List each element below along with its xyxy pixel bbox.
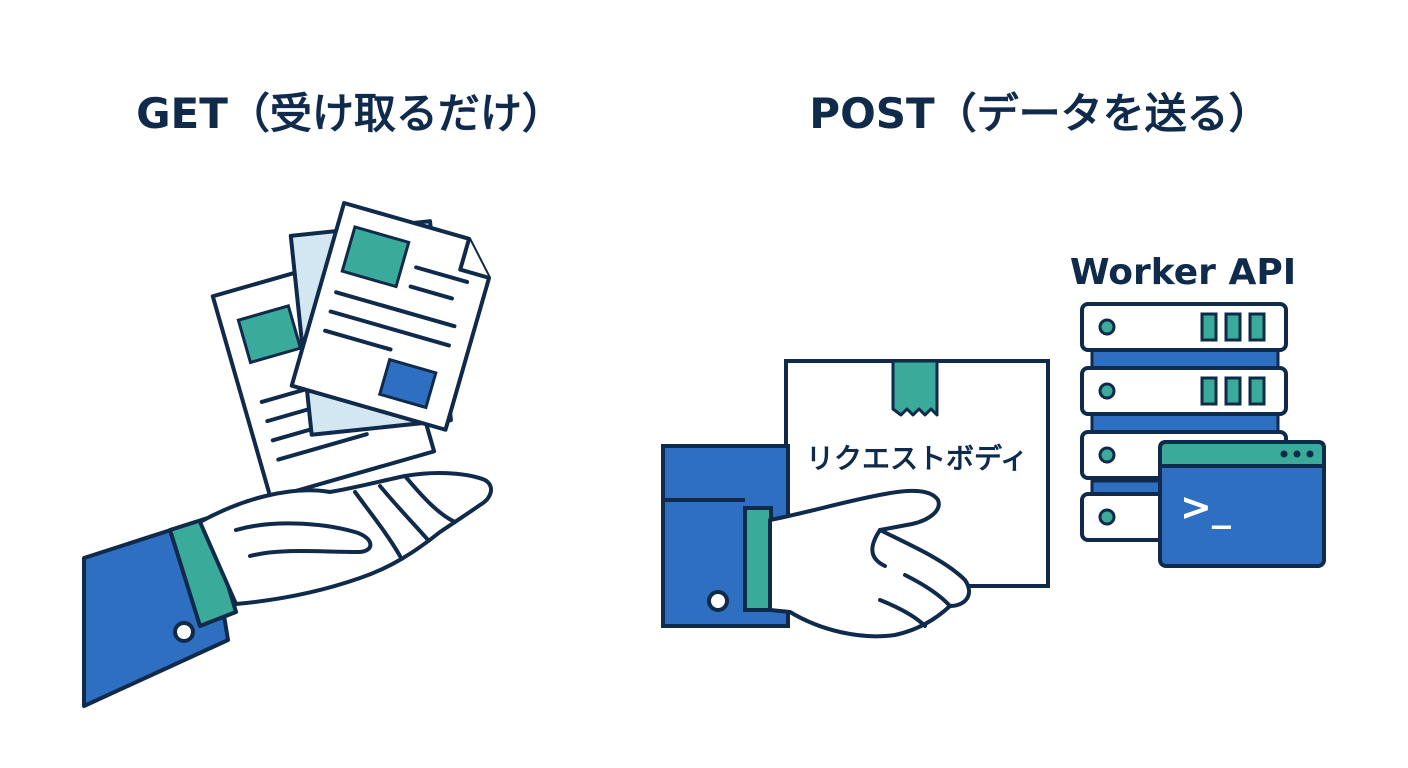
package-label: リクエストボディ	[806, 442, 1028, 475]
get-illustration	[82, 201, 493, 708]
get-title: GET（受け取るだけ）	[136, 89, 564, 138]
giving-hand-icon	[661, 444, 971, 639]
post-illustration: Worker API >_ リクエストボディ	[661, 252, 1326, 639]
server-label: Worker API	[1070, 252, 1296, 293]
receiving-hand-icon	[82, 471, 493, 708]
terminal-prompt: >_	[1180, 485, 1231, 529]
post-title: POST（データを送る）	[809, 89, 1271, 138]
terminal-window-icon: >_	[1158, 440, 1326, 568]
document-front-icon	[289, 201, 492, 432]
